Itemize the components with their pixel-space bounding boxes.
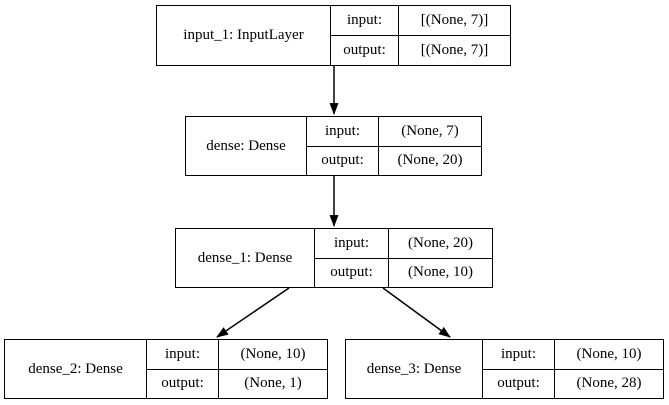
input-shape: (None, 10) xyxy=(240,345,306,362)
output-shape: [(None, 7)] xyxy=(420,42,489,58)
layer-name: dense: Dense xyxy=(186,117,307,175)
output-label: output: xyxy=(483,369,555,398)
layer-name: input_1: InputLayer xyxy=(157,6,331,65)
layer-node-dense-1: dense_1: Dense input: (None, 20) output:… xyxy=(175,228,493,288)
io-table: input: (None, 10) output: (None, 28) xyxy=(483,340,663,398)
input-shape: (None, 7) xyxy=(401,122,459,139)
input-label: input: xyxy=(483,340,555,369)
layer-node-dense: dense: Dense input: (None, 7) output: (N… xyxy=(185,116,482,176)
layer-name: dense_2: Dense xyxy=(5,340,147,398)
output-label: output: xyxy=(315,258,389,287)
input-shape: [(None, 7)] xyxy=(420,12,489,28)
output-shape: (None, 28) xyxy=(576,375,642,392)
input-label: input: xyxy=(331,6,399,35)
io-table: input: (None, 20) output: (None, 10) xyxy=(315,229,492,287)
input-label: input: xyxy=(307,117,379,146)
input-label: input: xyxy=(315,229,389,258)
io-table: input: (None, 10) output: (None, 1) xyxy=(147,340,327,398)
layer-node-dense-3: dense_3: Dense input: (None, 10) output:… xyxy=(345,339,664,399)
output-row: output: (None, 10) xyxy=(315,258,492,287)
input-row: input: [(None, 7)] xyxy=(331,6,510,36)
layer-name: dense_1: Dense xyxy=(176,229,315,287)
output-row: output: [(None, 7)] xyxy=(331,36,510,65)
input-label: input: xyxy=(147,340,219,369)
input-shape: (None, 10) xyxy=(576,345,642,362)
layer-node-dense-2: dense_2: Dense input: (None, 10) output:… xyxy=(4,339,328,399)
edge-dense1-dense2-arrow xyxy=(216,287,290,338)
output-label: output: xyxy=(307,146,379,175)
input-row: input: (None, 20) xyxy=(315,229,492,259)
io-table: input: (None, 7) output: (None, 20) xyxy=(307,117,481,175)
output-shape: (None, 10) xyxy=(408,264,473,281)
output-label: output: xyxy=(331,36,399,65)
output-shape: (None, 1) xyxy=(244,375,302,392)
layer-node-input-1: input_1: InputLayer input: [(None, 7)] o… xyxy=(156,5,511,66)
output-row: output: (None, 28) xyxy=(483,369,663,398)
input-shape: (None, 20) xyxy=(408,234,473,251)
edge-dense1-dense3-arrow xyxy=(382,287,451,338)
input-row: input: (None, 10) xyxy=(483,340,663,370)
output-row: output: (None, 1) xyxy=(147,369,327,398)
layer-name: dense_3: Dense xyxy=(346,340,483,398)
output-label: output: xyxy=(147,369,219,398)
output-row: output: (None, 20) xyxy=(307,146,481,175)
io-table: input: [(None, 7)] output: [(None, 7)] xyxy=(331,6,510,65)
output-shape: (None, 20) xyxy=(397,152,463,169)
input-row: input: (None, 7) xyxy=(307,117,481,147)
input-row: input: (None, 10) xyxy=(147,340,327,370)
